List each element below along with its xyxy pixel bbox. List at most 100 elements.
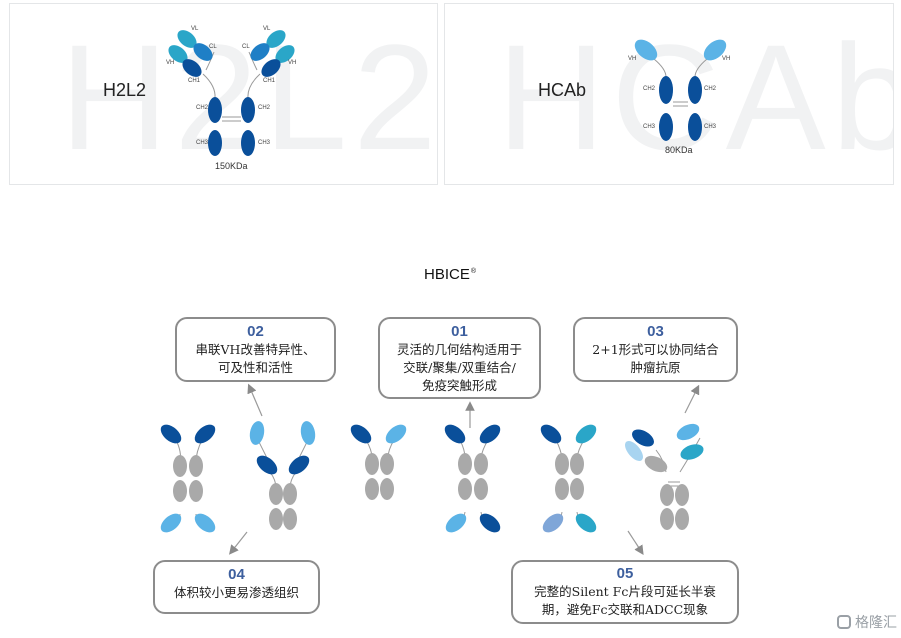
arrow-to-05 (627, 530, 644, 556)
m6-vh-right-lower (680, 444, 704, 460)
hcab-ch3-left (659, 113, 673, 141)
h2l2-vh-right (275, 45, 295, 63)
m6-ch3-right (675, 508, 689, 530)
m5-ch3-right (570, 478, 584, 500)
hcab-ch2-left-label: CH2 (643, 86, 656, 92)
hcab-ch3-right-label: CH3 (704, 124, 717, 130)
m2-ch2-right (283, 483, 297, 505)
hcab-ch3-right (688, 113, 702, 141)
hcab-vh-left (634, 39, 658, 61)
h2l2-ch2-left (208, 97, 222, 123)
h2l2-vh-left-label: VH (166, 60, 175, 66)
m4-ch2-right (474, 453, 488, 475)
m2-vh2-left (256, 455, 278, 475)
hbice-title-text: HBICE (424, 266, 470, 283)
h2l2-ch2-right (241, 97, 255, 123)
m5-ch2-right (570, 453, 584, 475)
callout-line: 免疫突触形成 (421, 378, 497, 393)
h2l2-ch3-left (208, 130, 222, 156)
h2l2-cl-right-label: CL (242, 44, 250, 50)
h2l2-label: H2L2 (103, 80, 147, 100)
m4-ch3-right (474, 478, 488, 500)
hcab-ch2-right (688, 76, 702, 104)
arrow-to-03 (684, 384, 700, 414)
feature-callout-02: 02 串联VH改善特异性、 可及性和活性 (175, 317, 336, 382)
m6-vh-top-left (632, 429, 654, 447)
h2l2-cl-left-label: CL (209, 44, 217, 50)
hcab-vh-right-label: VH (722, 56, 731, 62)
m1-ch3-left (173, 480, 187, 502)
callout-line: 交联/聚集/双重结合/ (403, 360, 516, 375)
m2-ch3-left (269, 508, 283, 530)
callout-number: 02 (247, 323, 264, 340)
h2l2-vl-right (266, 30, 286, 48)
hcab-ch2-right-label: CH2 (704, 86, 717, 92)
arrow-to-02 (247, 383, 263, 417)
m4-ch3-left (458, 478, 472, 500)
h2l2-vh-right-label: VH (288, 60, 297, 66)
m5-ch2-left (555, 453, 569, 475)
feature-callout-01: 01 灵活的几何结构适用于 交联/聚集/双重结合/ 免疫突触形成 (378, 317, 541, 399)
h2l2-vh-left (168, 45, 188, 63)
m2-ch3-right (283, 508, 297, 530)
h2l2-vl-left (177, 30, 197, 48)
m4-vh-bottom-right (479, 513, 501, 533)
m1-vh-top-left (160, 424, 182, 444)
callout-line: 灵活的几何结构适用于 (396, 342, 522, 357)
m4-ch2-left (458, 453, 472, 475)
m3-ch2-right (380, 453, 394, 475)
gelonghui-logo: 格隆汇 (837, 612, 897, 632)
m4-vh-top-right (479, 424, 501, 444)
h2l2-ch1-right-label: CH1 (263, 78, 276, 84)
m2-vh1-right (300, 421, 316, 445)
m3-vh-right (385, 424, 407, 444)
h2l2-cl-right (250, 43, 270, 61)
m6-vh-mid-left (625, 441, 643, 461)
h2l2-ch2-right-label: CH2 (258, 105, 271, 111)
feature-callout-03: 03 2+1形式可以协同结合 肿瘤抗原 (573, 317, 738, 382)
callout-line: 体积较小更易渗透组织 (173, 585, 299, 600)
h2l2-ch1-left-label: CH1 (188, 78, 201, 84)
h2l2-panel: H2L2 H2L2 VL CL VH CH1 VL CL VH CH1 CH2 (9, 3, 438, 185)
callout-line: 可及性和活性 (217, 360, 293, 375)
hcab-antibody-diagram (634, 39, 727, 141)
m2-ch2-left (269, 483, 283, 505)
h2l2-molecular-weight: 150KDa (215, 161, 248, 171)
callout-line: 完整的Silent Fc片段可延长半衰 (534, 584, 716, 599)
m6-ch3-left (660, 508, 674, 530)
callout-number: 04 (228, 566, 245, 583)
m2-vh1-left (249, 421, 265, 445)
hcab-ch3-left-label: CH3 (643, 124, 656, 130)
callout-number: 05 (616, 565, 634, 582)
gelonghui-logo-icon (837, 615, 851, 629)
h2l2-vl-right-label: VL (263, 26, 271, 32)
registered-mark: ® (470, 268, 477, 275)
feature-callout-04: 04 体积较小更易渗透组织 (153, 560, 320, 614)
m3-vh-left (350, 424, 372, 444)
m1-vh-bottom-right (194, 513, 216, 533)
m3-ch3-right (380, 478, 394, 500)
feature-callout-05: 05 完整的Silent Fc片段可延长半衰 期，避免Fc交联和ADCC现象 (511, 560, 739, 624)
callout-line: 2+1形式可以协同结合 (592, 342, 719, 357)
h2l2-antibody-diagram (168, 30, 295, 156)
h2l2-ch2-left-label: CH2 (196, 105, 209, 111)
m5-ch3-left (555, 478, 569, 500)
logo-text: 格隆汇 (855, 615, 897, 631)
m1-ch2-right (189, 455, 203, 477)
hcab-molecular-weight: 80KDa (665, 145, 693, 155)
h2l2-ch3-left-label: CH3 (196, 140, 209, 146)
hcab-vh-right (703, 39, 727, 61)
m3-ch2-left (365, 453, 379, 475)
callout-line: 肿瘤抗原 (630, 360, 681, 375)
m1-vh-top-right (194, 424, 216, 444)
m5-vh-bottom-right (575, 513, 597, 533)
m5-vh-top-left (540, 424, 562, 444)
m1-ch2-left (173, 455, 187, 477)
m5-vh-top-right (575, 424, 597, 444)
m2-vh2-right (288, 455, 310, 475)
callout-number: 01 (451, 323, 468, 340)
h2l2-ch1-right (261, 59, 281, 77)
m1-ch3-right (189, 480, 203, 502)
hbice-title: HBICE® (424, 266, 476, 283)
